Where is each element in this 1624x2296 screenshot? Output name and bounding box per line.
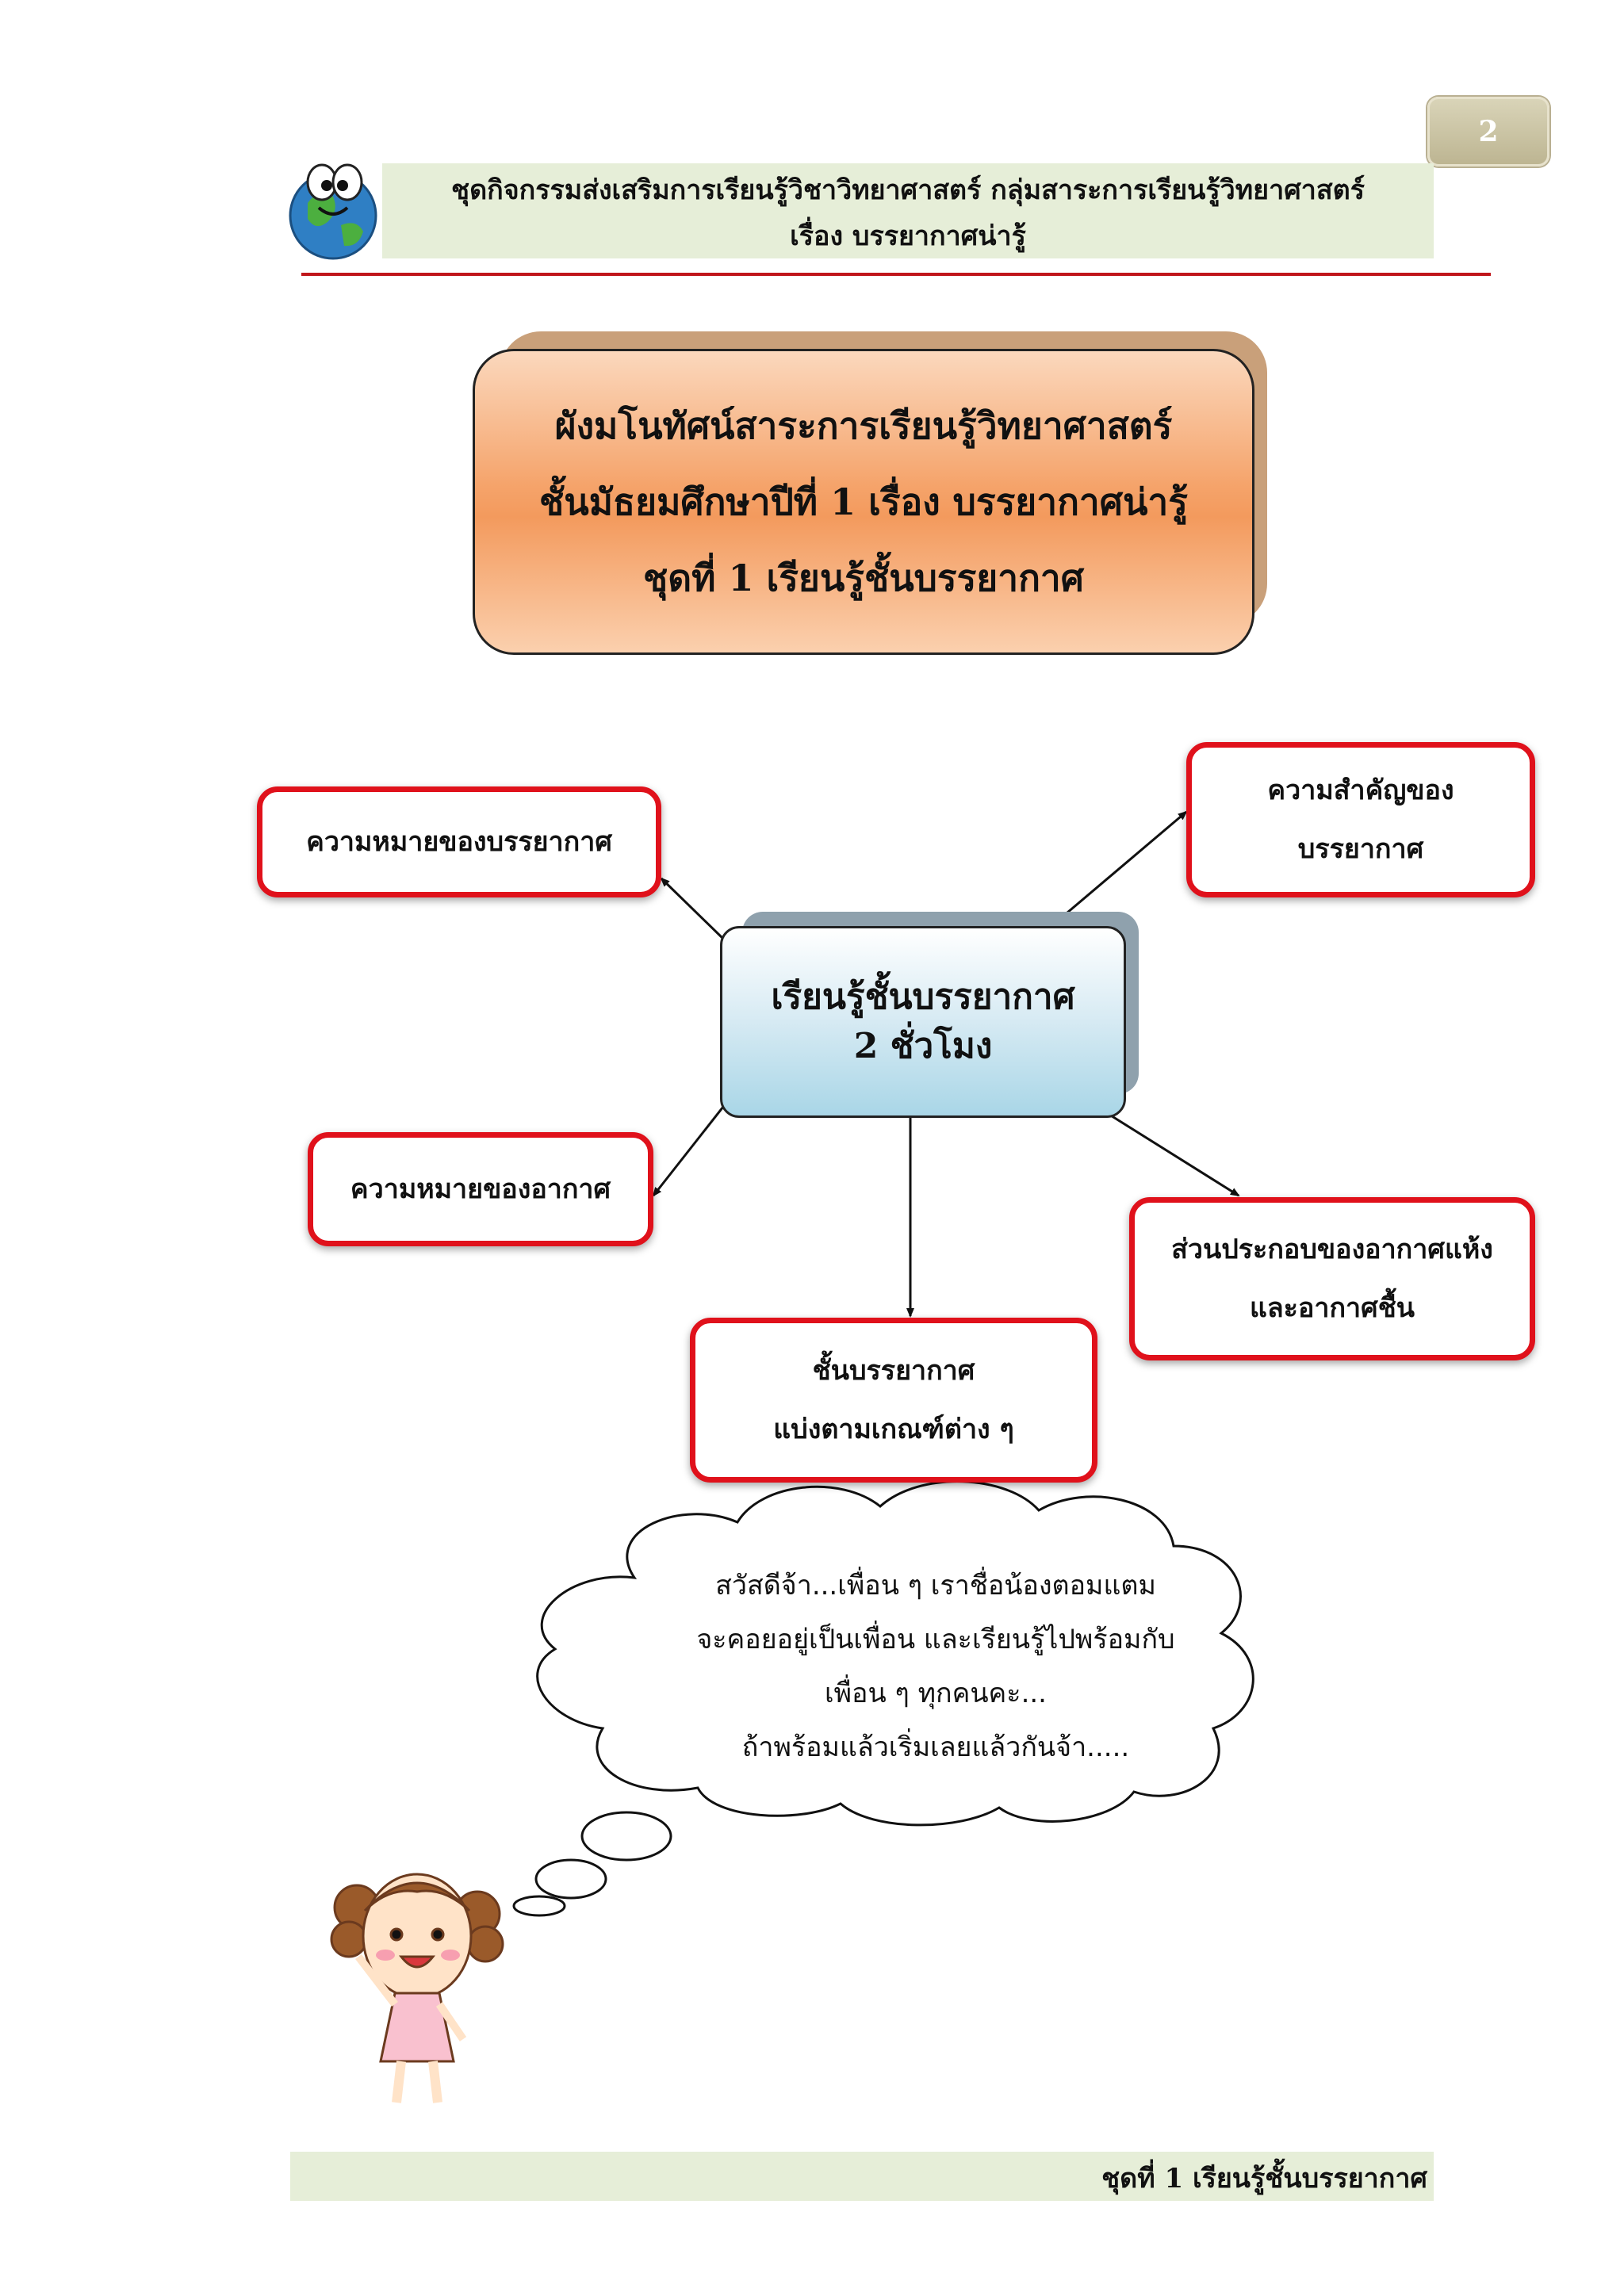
title-line-2: ชั้นมัธยมศึกษาปีที่ 1 เรื่อง บรรยากาศน่า… (539, 480, 1188, 523)
globe-mascot-icon (289, 163, 377, 260)
topic-label-2: บรรยากาศ (1297, 833, 1424, 865)
header-title: ชุดกิจกรรมส่งเสริมการเรียนรู้วิชาวิทยาศา… (451, 174, 1365, 206)
thought-bubble-dot-3 (512, 1895, 566, 1917)
title-line-3: ชุดที่ 1 เรียนรู้ชั้นบรรยากาศ (643, 557, 1084, 599)
speech-line-4: ถ้าพร้อมแล้วเริ่มเลยแล้วกันจ้า..... (741, 1732, 1130, 1763)
footer-band (290, 2152, 1434, 2201)
center-node-title: เรียนรู้ชั้นบรรยากาศ (771, 977, 1075, 1017)
topic-air-meaning: ความหมายของอากาศ (308, 1132, 653, 1246)
speech-bubble-text: สวัสดีจ้า...เพื่อน ๆ เราชื่อน้องตอมแตม จ… (634, 1559, 1237, 1774)
arrow-to-air-meaning (652, 1106, 725, 1197)
thought-bubble-dot-2 (534, 1858, 607, 1900)
topic-label: ชั้นบรรยากาศ (812, 1355, 975, 1387)
topic-label: ความหมายของอากาศ (350, 1173, 611, 1205)
page-number-badge: 2 (1427, 97, 1549, 166)
topic-label: ส่วนประกอบของอากาศแห้ง (1171, 1234, 1493, 1265)
center-node-duration: 2 ชั่วโมง (853, 1026, 993, 1066)
topic-label-2: และอากาศชื้น (1249, 1292, 1415, 1324)
header-subtitle: เรื่อง บรรยากาศน่ารู้ (790, 220, 1026, 252)
topic-air-composition: ส่วนประกอบของอากาศแห้ง และอากาศชื้น (1129, 1197, 1535, 1360)
thought-bubble-dot-1 (580, 1811, 672, 1862)
topic-label-2: แบ่งตามเกณฑ์ต่าง ๆ (773, 1414, 1014, 1445)
girl-mascot-icon (330, 1873, 504, 2103)
arrow-to-air-composition (1106, 1112, 1240, 1197)
title-box: ผังมโนทัศน์สาระการเรียนรู้วิทยาศาสตร์ ชั… (473, 349, 1254, 655)
topic-atmosphere-importance: ความสำคัญของ บรรยากาศ (1186, 742, 1535, 897)
arrow-to-atmosphere-meaning (660, 877, 725, 940)
speech-bubble-cloud (512, 1480, 1254, 1917)
speech-line-1: สวัสดีจ้า...เพื่อน ๆ เราชื่อน้องตอมแตม (715, 1570, 1156, 1601)
footer-text: ชุดที่ 1 เรียนรู้ชั้นบรรยากาศ (1101, 2163, 1427, 2195)
header-divider (301, 273, 1491, 276)
topic-atmosphere-layers: ชั้นบรรยากาศ แบ่งตามเกณฑ์ต่าง ๆ (690, 1318, 1097, 1483)
topic-atmosphere-meaning: ความหมายของบรรยากาศ (257, 786, 661, 897)
speech-line-3: เพื่อน ๆ ทุกคนคะ... (825, 1678, 1047, 1709)
title-line-1: ผังมโนทัศน์สาระการเรียนรู้วิทยาศาสตร์ (554, 404, 1173, 447)
center-node: เรียนรู้ชั้นบรรยากาศ 2 ชั่วโมง (720, 926, 1126, 1118)
topic-label: ความสำคัญของ (1267, 775, 1454, 806)
header-band (382, 163, 1434, 258)
topic-label: ความหมายของบรรยากาศ (306, 826, 612, 858)
speech-line-2: จะคอยอยู่เป็นเพื่อน และเรียนรู้ไปพร้อมกั… (696, 1624, 1175, 1655)
arrow-to-atmosphere-importance (1051, 810, 1188, 928)
